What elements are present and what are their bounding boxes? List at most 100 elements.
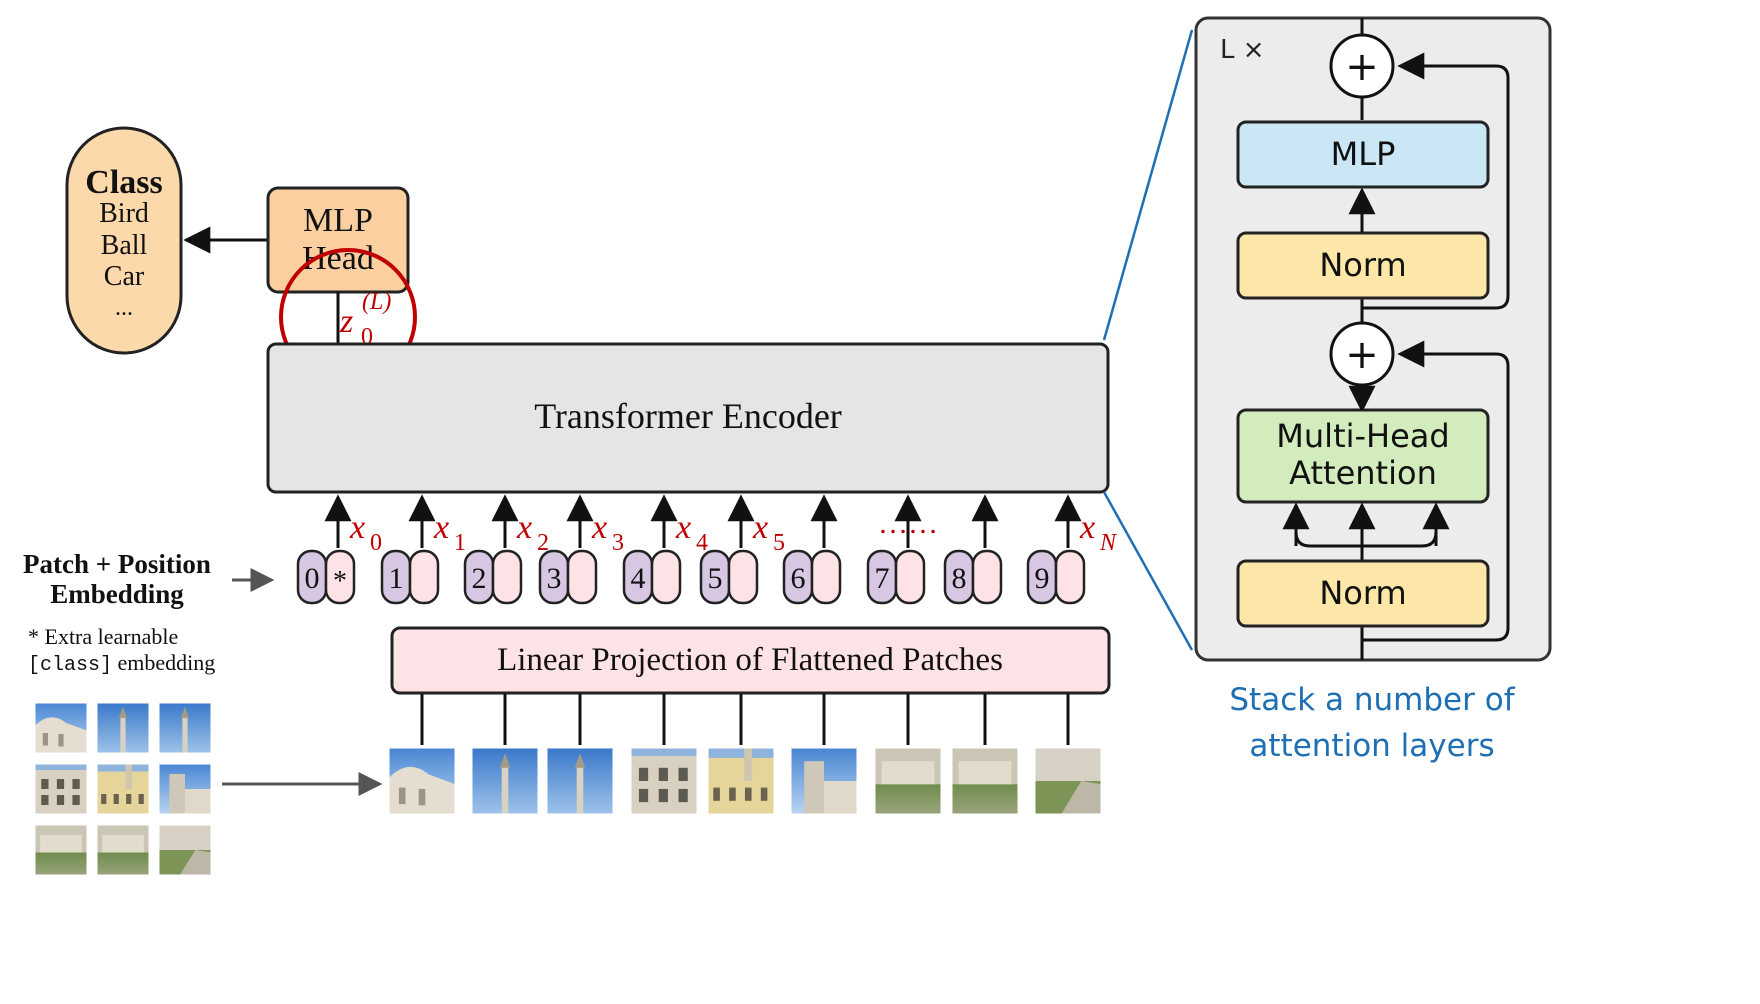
residual-add-top xyxy=(1329,33,1395,99)
patch-to-projection-lines xyxy=(420,694,1070,745)
svg-text:x: x xyxy=(349,509,365,546)
embedding-token: 2 xyxy=(463,549,523,605)
residual-add-top-symbol: + xyxy=(1345,44,1379,90)
image-patch xyxy=(96,702,150,754)
patch-embedding xyxy=(810,549,842,605)
z0L-label: z 0 (L) xyxy=(339,289,391,350)
image-patch xyxy=(546,747,614,815)
patch-embedding xyxy=(566,549,598,605)
zoom-line-top xyxy=(1102,29,1194,341)
embedding-token: 8 xyxy=(943,549,1003,605)
svg-text:attention layers: attention layers xyxy=(1249,728,1494,764)
svg-text:x: x xyxy=(1079,509,1095,546)
svg-text:Embedding: Embedding xyxy=(50,579,184,609)
embedding-token: 4 xyxy=(622,549,682,605)
embedding-token: 7 xyxy=(866,549,926,605)
image-patch xyxy=(951,747,1019,815)
mlp-head-line1: MLP xyxy=(303,202,373,239)
svg-text:1: 1 xyxy=(454,530,466,556)
embedding-label: Patch + Position Embedding xyxy=(23,549,211,609)
transformer-encoder-label: Transformer Encoder xyxy=(534,396,842,436)
image-patch xyxy=(388,747,456,815)
image-patch xyxy=(158,763,212,815)
image-patch xyxy=(34,763,88,815)
class-item-car: Car xyxy=(104,261,145,292)
class-title: Class xyxy=(85,164,162,201)
block-norm-top-label: Norm xyxy=(1319,246,1406,284)
image-patch xyxy=(471,747,539,815)
caption: Stack a number of attention layers xyxy=(1229,682,1515,764)
x-ellipsis: …… xyxy=(878,507,938,540)
image-patch xyxy=(707,747,775,815)
block-norm-bottom xyxy=(1236,559,1490,628)
transformer-encoder-box: Transformer Encoder xyxy=(266,342,1110,494)
repeat-label: L × xyxy=(1220,35,1265,65)
position-number: 2 xyxy=(472,562,487,595)
image-patch xyxy=(1034,747,1102,815)
svg-text:z: z xyxy=(339,303,353,340)
image-patch xyxy=(630,747,698,815)
patch-embedding xyxy=(1054,549,1086,605)
svg-text:2: 2 xyxy=(537,530,549,556)
position-number: 6 xyxy=(791,562,806,595)
image-patch xyxy=(790,747,858,815)
position-number: 9 xyxy=(1035,562,1050,595)
class-token-mark: * xyxy=(333,566,347,597)
class-output-box: Class Bird Ball Car ... xyxy=(65,126,183,355)
image-patch xyxy=(158,702,212,754)
position-number: 0 xyxy=(305,562,320,595)
embedding-token: 9 xyxy=(1026,549,1086,605)
position-number: 4 xyxy=(631,562,646,595)
svg-text:0: 0 xyxy=(370,530,382,556)
embedding-token: 1 xyxy=(380,549,440,605)
position-number: 7 xyxy=(875,562,890,595)
embedding-token: 6 xyxy=(782,549,842,605)
position-number: 8 xyxy=(952,562,967,595)
svg-text:Patch + Position: Patch + Position xyxy=(23,549,211,579)
block-mha-line2: Attention xyxy=(1289,454,1437,492)
svg-text:x: x xyxy=(516,509,532,546)
embedding-token: 3 xyxy=(538,549,598,605)
svg-text:3: 3 xyxy=(612,530,624,556)
svg-text:x: x xyxy=(433,509,449,546)
patch-embedding xyxy=(971,549,1003,605)
svg-text:x: x xyxy=(675,509,691,546)
svg-text:[class] embedding: [class] embedding xyxy=(28,650,215,677)
patch-embedding xyxy=(894,549,926,605)
svg-text:* Extra learnable: * Extra learnable xyxy=(28,624,178,649)
svg-text:Stack a number of: Stack a number of xyxy=(1229,682,1515,718)
image-patch xyxy=(34,702,88,754)
class-item-ball: Ball xyxy=(101,230,148,261)
block-mlp-label: MLP xyxy=(1331,135,1396,173)
block-norm-bottom-label: Norm xyxy=(1319,574,1406,612)
svg-text:(L): (L) xyxy=(362,289,391,315)
linear-projection-box: Linear Projection of Flattened Patches xyxy=(390,626,1111,695)
image-patch xyxy=(96,763,150,815)
svg-text:4: 4 xyxy=(696,530,708,556)
position-number: 1 xyxy=(389,562,404,595)
embedding-token: 0* xyxy=(296,549,356,605)
embedding-token: 5 xyxy=(699,549,759,605)
encoder-block-detail: L × MLP Norm Multi-Head Attention Norm xyxy=(1194,16,1552,662)
image-patch xyxy=(874,747,942,815)
image-patch xyxy=(96,824,150,876)
svg-text:x: x xyxy=(591,509,607,546)
extra-learnable-note: * Extra learnable [class] embedding xyxy=(28,624,215,677)
patch-embedding xyxy=(408,549,440,605)
residual-add-bottom-symbol: + xyxy=(1345,332,1379,378)
svg-text:N: N xyxy=(1099,530,1118,556)
zoom-line-bottom xyxy=(1102,491,1194,651)
position-number: 5 xyxy=(708,562,723,595)
position-number: 3 xyxy=(547,562,562,595)
linear-projection-label: Linear Projection of Flattened Patches xyxy=(497,642,1003,678)
